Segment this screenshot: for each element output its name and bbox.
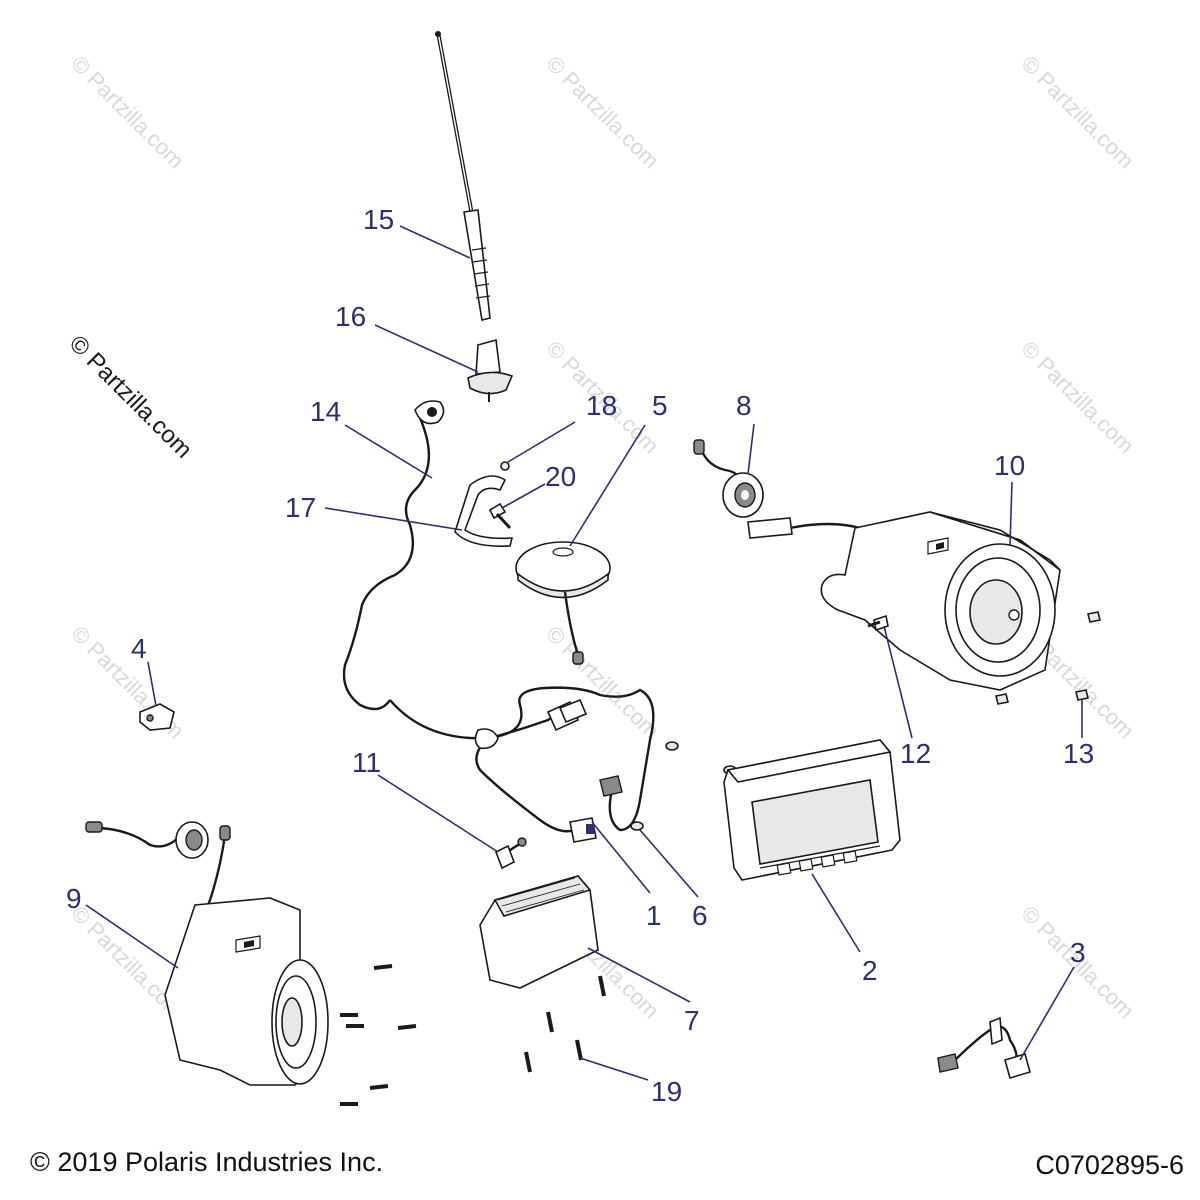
tweeter-right bbox=[693, 439, 764, 518]
callout-2: 2 bbox=[862, 955, 878, 986]
watermark: © Partzilla.com bbox=[66, 51, 189, 174]
callout-19: 19 bbox=[651, 1076, 682, 1107]
antenna-bracket bbox=[454, 475, 514, 548]
callout-4: 4 bbox=[131, 633, 147, 664]
callout-14: 14 bbox=[310, 396, 341, 427]
callout-17: 17 bbox=[285, 492, 316, 523]
display-unit bbox=[723, 739, 901, 881]
antenna-mast bbox=[435, 31, 491, 321]
callout-labels: 15 16 14 17 18 20 5 8 10 12 13 4 11 1 6 … bbox=[66, 204, 1094, 1107]
callout-20: 20 bbox=[545, 461, 576, 492]
diagram-code: C0702895-6 bbox=[1035, 1150, 1184, 1180]
speaker-enclosure-left bbox=[164, 897, 329, 1086]
side-watermark: © Partzilla.com bbox=[64, 330, 197, 463]
callout-10: 10 bbox=[994, 450, 1025, 481]
callout-9: 9 bbox=[66, 883, 82, 914]
wire-harness bbox=[389, 686, 737, 843]
watermark: © Partzilla.com bbox=[541, 51, 664, 174]
speaker-enclosure-right bbox=[747, 511, 1061, 691]
gps-antenna bbox=[515, 541, 611, 665]
amplifier-screws bbox=[524, 975, 606, 1073]
antenna-base bbox=[467, 338, 514, 402]
callout-16: 16 bbox=[335, 301, 366, 332]
callout-11: 11 bbox=[352, 747, 381, 778]
callout-5: 5 bbox=[652, 390, 668, 421]
callout-7: 7 bbox=[684, 1005, 700, 1036]
nut bbox=[500, 461, 510, 471]
callout-15: 15 bbox=[363, 204, 394, 235]
copyright-notice: © 2019 Polaris Industries Inc. bbox=[30, 1147, 384, 1177]
callout-18: 18 bbox=[586, 390, 617, 421]
leader-lines bbox=[85, 225, 1083, 1081]
screw bbox=[488, 502, 512, 530]
antenna-cable bbox=[342, 400, 445, 711]
callout-13: 13 bbox=[1063, 738, 1094, 769]
callout-6: 6 bbox=[692, 900, 708, 931]
callout-3: 3 bbox=[1070, 937, 1086, 968]
amp-plug bbox=[494, 837, 527, 870]
watermark: © Partzilla.com bbox=[1016, 51, 1139, 174]
callout-1: 1 bbox=[646, 900, 662, 931]
speaker-screws-left bbox=[340, 964, 417, 1106]
adapter-harness bbox=[937, 1016, 1031, 1080]
speaker-screws-right bbox=[867, 611, 1101, 705]
speaker-clip bbox=[139, 703, 175, 731]
callout-8: 8 bbox=[736, 390, 752, 421]
callout-12: 12 bbox=[900, 738, 931, 769]
amplifier bbox=[479, 875, 599, 989]
watermark: © Partzilla.com bbox=[1016, 336, 1139, 459]
